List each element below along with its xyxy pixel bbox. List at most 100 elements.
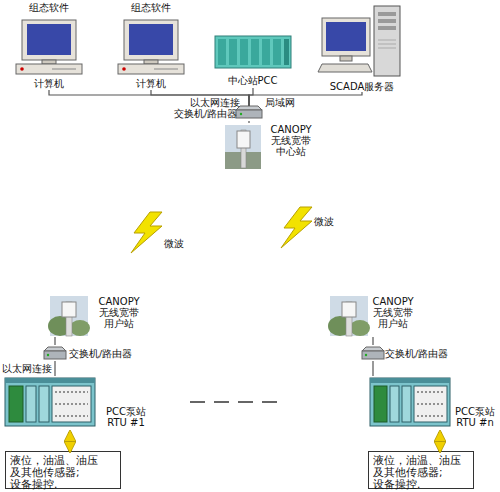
node-text: 液位，油温、油压 及其他传感器; 设备操控. xyxy=(373,454,473,490)
plc-terminal xyxy=(414,386,447,422)
microwave-label: 微波 xyxy=(164,238,184,249)
switch-router: 交换机/路由器 xyxy=(174,106,266,121)
rack-module xyxy=(262,39,270,65)
node-text: 计算机 xyxy=(4,78,94,89)
rack-module xyxy=(240,39,248,65)
screen xyxy=(326,22,366,51)
plc-module xyxy=(402,386,411,422)
pump-rtu: PCC泵站 RTU #1 xyxy=(3,376,153,432)
switch-router: 交换机/路由器 xyxy=(40,345,140,361)
node-text: 组态软件 xyxy=(106,2,196,13)
computer-case xyxy=(16,64,82,74)
switch-icon xyxy=(362,347,384,359)
server-icon xyxy=(318,6,400,76)
drive-slot xyxy=(52,69,76,70)
edge-label: 局域网 xyxy=(265,97,295,108)
sky xyxy=(225,125,261,169)
node-text: 中心站PCC xyxy=(205,75,300,86)
switch-light xyxy=(47,354,49,356)
edge-label: 以太网连接 xyxy=(190,97,240,108)
node-text: 液位，油温、油压 及其他传感器; 设备操控. xyxy=(10,454,118,490)
ellipsis-dashes xyxy=(190,401,277,403)
canopy-photo xyxy=(225,125,261,169)
switch-body xyxy=(362,351,384,359)
computer-icon xyxy=(16,20,82,74)
drive-bay xyxy=(378,19,396,23)
dash xyxy=(262,401,277,403)
switch-light xyxy=(365,354,367,356)
connector-line xyxy=(54,361,55,376)
terminal-row xyxy=(55,404,88,405)
power-light xyxy=(122,67,126,71)
connector-line xyxy=(249,88,253,106)
plc-module xyxy=(39,386,49,422)
computer: 组态软件计算机 xyxy=(106,2,196,90)
drive-bay xyxy=(378,26,396,30)
sensor-box: 液位，油温、油压 及其他传感器; 设备操控. xyxy=(368,451,474,489)
screen xyxy=(27,24,71,55)
monitor-stand xyxy=(144,60,158,64)
antenna xyxy=(62,302,76,317)
server-tower xyxy=(374,6,400,76)
rack-module xyxy=(273,39,281,65)
terminal-row xyxy=(417,404,444,405)
antenna xyxy=(237,131,250,148)
rack-module xyxy=(218,39,226,65)
monitor xyxy=(22,20,76,60)
edge-label: 以太网连接 xyxy=(2,363,52,374)
power-light xyxy=(20,67,24,71)
pcc-rack xyxy=(215,36,291,68)
dash xyxy=(214,401,229,403)
plc-module xyxy=(390,386,399,422)
switch-top xyxy=(44,347,66,351)
connector-line xyxy=(372,361,373,376)
microwave-label: 微波 xyxy=(314,216,334,227)
monitor-stand xyxy=(42,60,56,64)
node-text: PCC泵站 RTU #1 xyxy=(100,406,152,428)
plc-cpu xyxy=(374,386,387,422)
dash xyxy=(190,401,205,403)
dash xyxy=(238,401,253,403)
terminal-row xyxy=(55,392,88,393)
canopy-station: CANOPY 无线宽带 中心站 xyxy=(222,123,320,171)
switch-icon xyxy=(44,347,66,359)
plc-cpu xyxy=(9,386,23,422)
connector-line xyxy=(248,121,249,123)
tree xyxy=(70,320,90,336)
signal-arrow xyxy=(438,432,442,451)
plc-module xyxy=(26,386,36,422)
vent-line xyxy=(378,40,396,41)
canopy-photo xyxy=(48,296,90,336)
computer-icon xyxy=(118,20,184,74)
rack-module xyxy=(284,39,289,65)
terminal-row xyxy=(417,416,444,417)
plc-body xyxy=(370,378,450,426)
switch-light xyxy=(240,113,242,115)
computer: 组态软件计算机 xyxy=(4,2,94,90)
computer-case xyxy=(118,64,184,74)
switch-router: 交换机/路由器 xyxy=(358,345,452,361)
microwave-bolt xyxy=(281,207,312,248)
plc-rail xyxy=(370,378,450,383)
vent-line xyxy=(378,44,396,45)
node-text: CANOPY 无线宽带 用户站 xyxy=(368,296,418,329)
switch-body xyxy=(44,351,66,359)
node-text: 交换机/路由器 xyxy=(69,348,139,359)
plc-terminal xyxy=(52,386,91,422)
monitor xyxy=(124,20,178,60)
terminal-row xyxy=(55,416,88,417)
plc-device xyxy=(370,378,450,426)
node-text: CANOPY 无线宽带 用户站 xyxy=(92,296,146,329)
keyboard xyxy=(318,64,372,72)
node-text: 组态软件 xyxy=(4,2,94,13)
scada-server: SCADA服务器 xyxy=(316,3,408,92)
rack-body xyxy=(215,36,291,68)
node-text: SCADA服务器 xyxy=(316,81,408,92)
drive-bay xyxy=(378,12,396,16)
node-text: PCC泵站 RTU #n xyxy=(451,406,499,428)
monitor-stand xyxy=(340,56,352,61)
rack-module xyxy=(251,39,259,65)
plc-device xyxy=(5,378,95,426)
